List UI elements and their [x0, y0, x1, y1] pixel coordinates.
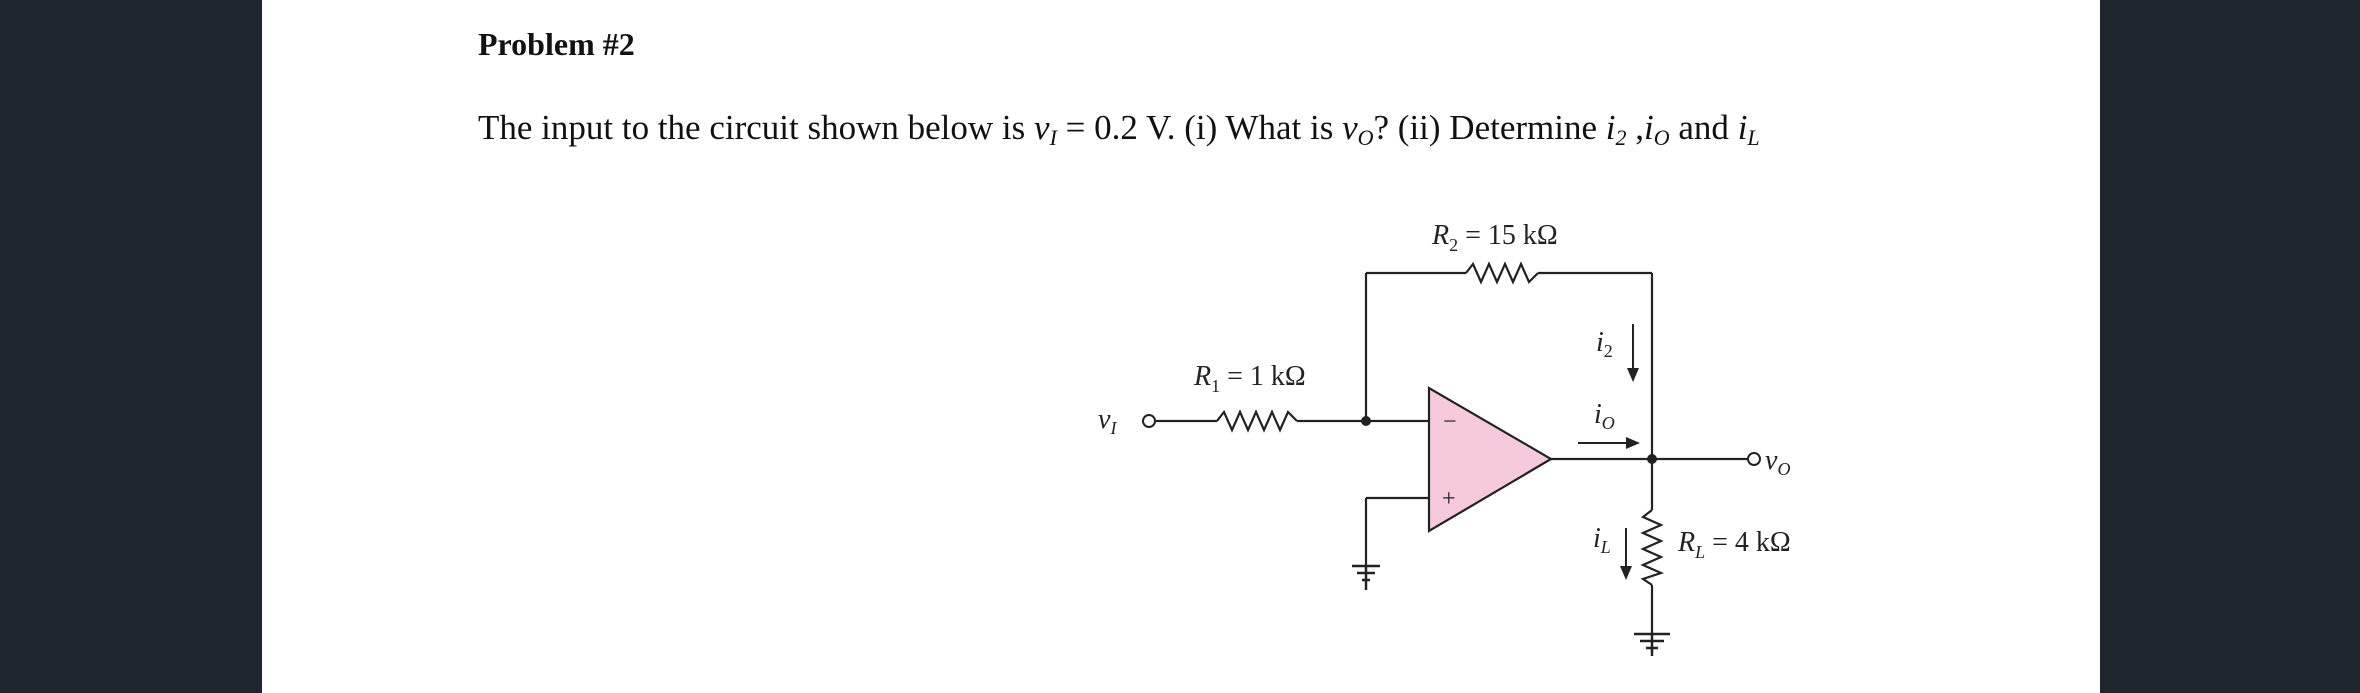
vo-label: vO: [1765, 445, 1790, 479]
vo-symbol: v: [1342, 108, 1358, 147]
r1-resistor: [1216, 409, 1298, 433]
vo-subscript: O: [1357, 125, 1374, 150]
ground-symbol-load: [1634, 632, 1670, 656]
inverting-amplifier-circuit: − +: [1098, 220, 1791, 656]
i2-label: i2: [1596, 327, 1613, 361]
question-text-1: The input to the circuit shown below is: [478, 108, 1035, 147]
problem-question: The input to the circuit shown below is …: [478, 108, 1760, 150]
inverting-node-dot: [1361, 416, 1371, 426]
r2-resistor: [1465, 261, 1539, 285]
question-text-3: ? (ii) Determine: [1373, 108, 1606, 147]
io-label: iO: [1594, 399, 1615, 433]
question-text-5: and: [1669, 108, 1738, 147]
vi-symbol: v: [1034, 108, 1050, 147]
io-symbol: i: [1644, 108, 1654, 147]
rl-label: RL = 4 kΩ: [1677, 527, 1791, 562]
il-symbol: i: [1737, 108, 1748, 147]
output-terminal: [1747, 452, 1761, 466]
question-text-2: = 0.2 V. (i) What is: [1056, 108, 1343, 147]
il-subscript: L: [1747, 125, 1760, 150]
output-node-dot: [1647, 454, 1657, 464]
ground-symbol-opamp: [1352, 564, 1380, 590]
opamp-plus-sign: +: [1442, 486, 1456, 512]
io-arrow: [1578, 437, 1640, 449]
r2-label: R2 = 15 kΩ: [1431, 220, 1558, 255]
io-subscript: O: [1653, 125, 1670, 150]
vi-label: vI: [1098, 404, 1117, 438]
il-arrow: [1620, 528, 1632, 580]
problem-title: Problem #2: [478, 26, 635, 62]
opamp-minus-sign: −: [1443, 409, 1457, 435]
input-terminal: [1142, 414, 1156, 428]
r1-label: R1 = 1 kΩ: [1193, 361, 1306, 396]
vi-subscript: I: [1049, 125, 1057, 150]
document-page: Problem #2 The input to the circuit show…: [262, 0, 2100, 693]
question-text-4: ,: [1626, 108, 1645, 147]
opamp-triangle: [1427, 386, 1554, 533]
i2-symbol: i: [1605, 108, 1616, 147]
il-label: iL: [1593, 523, 1611, 557]
rl-resistor: [1640, 509, 1665, 586]
i2-arrow: [1627, 324, 1639, 382]
i2-subscript: 2: [1615, 125, 1627, 150]
